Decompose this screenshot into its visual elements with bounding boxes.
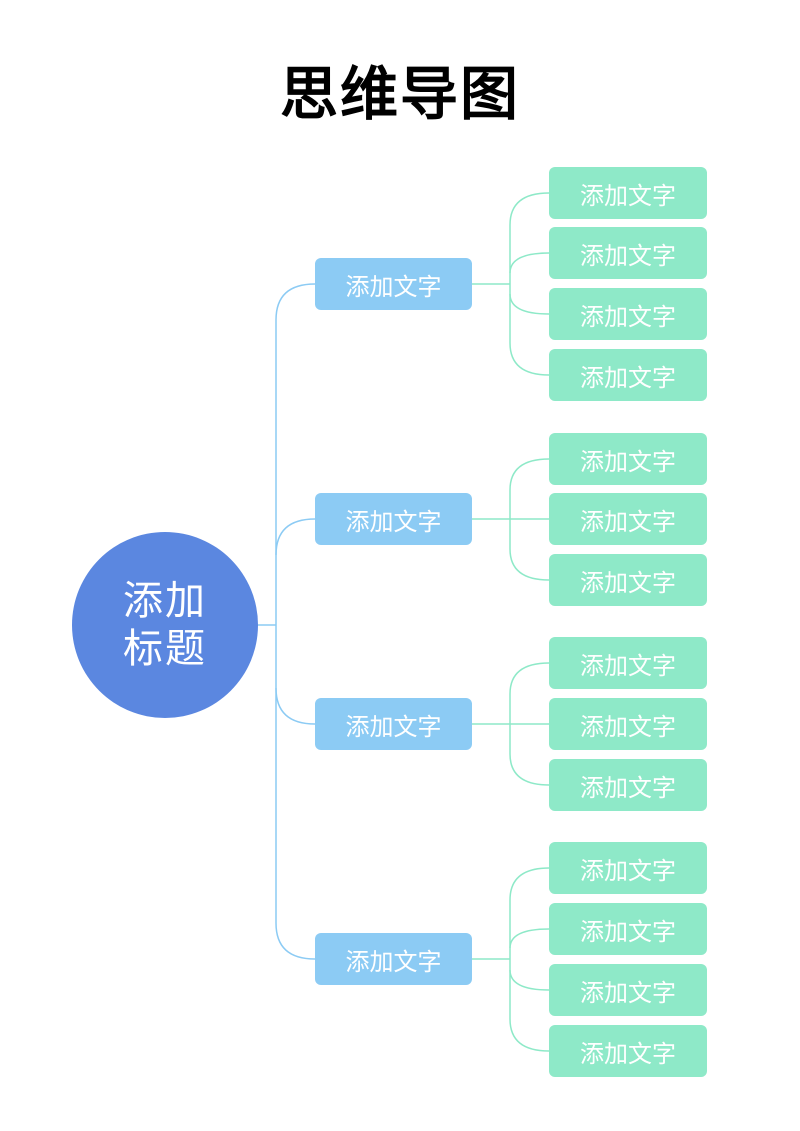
connector-branch-1-mid2 [509,293,550,315]
connector-root-branch-3 [275,687,316,725]
leaf-node[interactable]: 添加文字 [549,433,707,485]
connector-branch-4-outer [509,867,550,1052]
leaf-node[interactable]: 添加文字 [549,227,707,279]
root-connectors [258,283,316,960]
leaf-node[interactable]: 添加文字 [549,554,707,606]
branch-node-3[interactable]: 添加文字 [315,698,472,750]
leaf-node[interactable]: 添加文字 [549,903,707,955]
leaf-node[interactable]: 添加文字 [549,964,707,1016]
branch-node-1[interactable]: 添加文字 [315,258,472,310]
leaf-node[interactable]: 添加文字 [549,842,707,894]
branch-node-2[interactable]: 添加文字 [315,493,472,545]
root-node-label: 添加标题 [123,578,207,672]
leaf-node[interactable]: 添加文字 [549,167,707,219]
connector-branch-4-mid2 [509,969,550,991]
connector-branch-1-top [509,192,550,376]
leaf-node[interactable]: 添加文字 [549,759,707,811]
connector-branch-2-outer [509,458,550,581]
connector-branch-3-outer [509,662,550,786]
connector-branch-1-mid1 [509,252,550,274]
branch-connectors [472,192,550,1052]
page-title: 思维导图 [279,60,520,128]
leaf-node[interactable]: 添加文字 [549,637,707,689]
leaf-node[interactable]: 添加文字 [549,1025,707,1077]
leaf-node[interactable]: 添加文字 [549,349,707,401]
leaf-node[interactable]: 添加文字 [549,698,707,750]
connector-root-branch-2 [275,518,316,556]
branch-node-4[interactable]: 添加文字 [315,933,472,985]
leaf-node[interactable]: 添加文字 [549,288,707,340]
connector-branch-4-mid1 [509,928,550,949]
leaf-node[interactable]: 添加文字 [549,493,707,545]
connector-root-spine [275,283,316,960]
root-node[interactable]: 添加标题 [72,532,258,718]
